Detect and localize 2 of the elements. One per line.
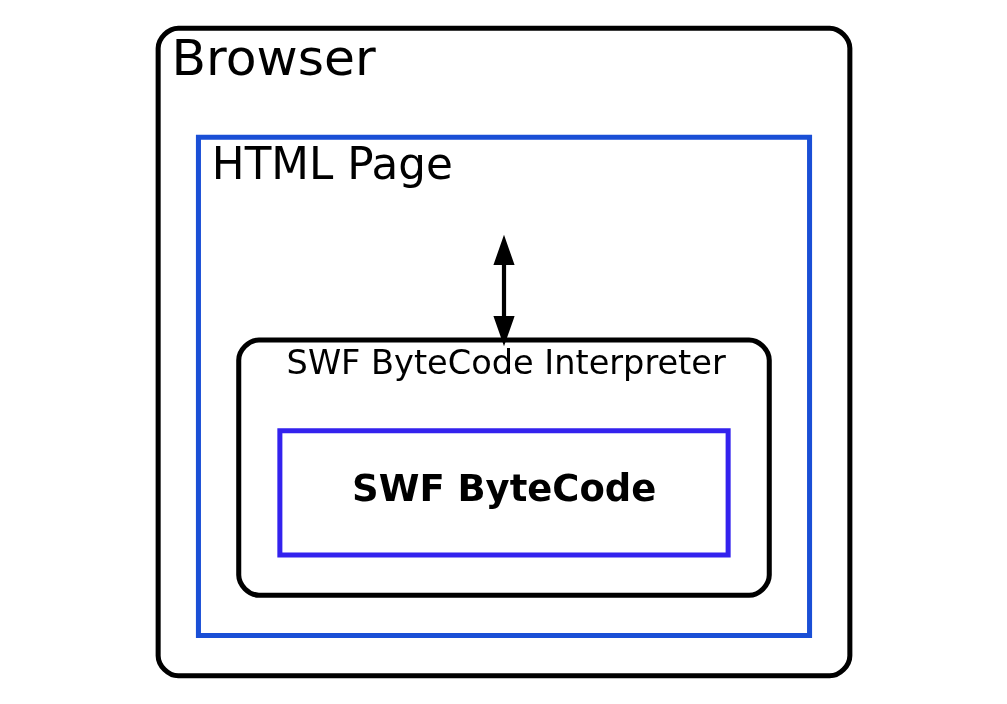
- arrow: [492, 234, 515, 347]
- node-box: SWF ByteCode: [276, 428, 731, 558]
